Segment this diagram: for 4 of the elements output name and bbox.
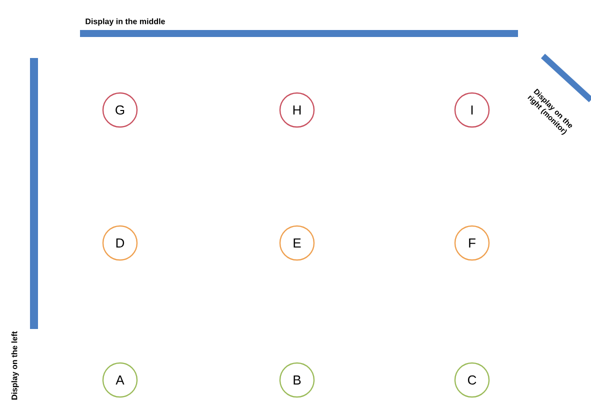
display-bar: Display in the middle (80, 18, 518, 37)
node-label: Display in the middle (86, 18, 165, 26)
node-label: Display on the left (11, 331, 19, 400)
display-bar: Display on the left (11, 58, 38, 400)
